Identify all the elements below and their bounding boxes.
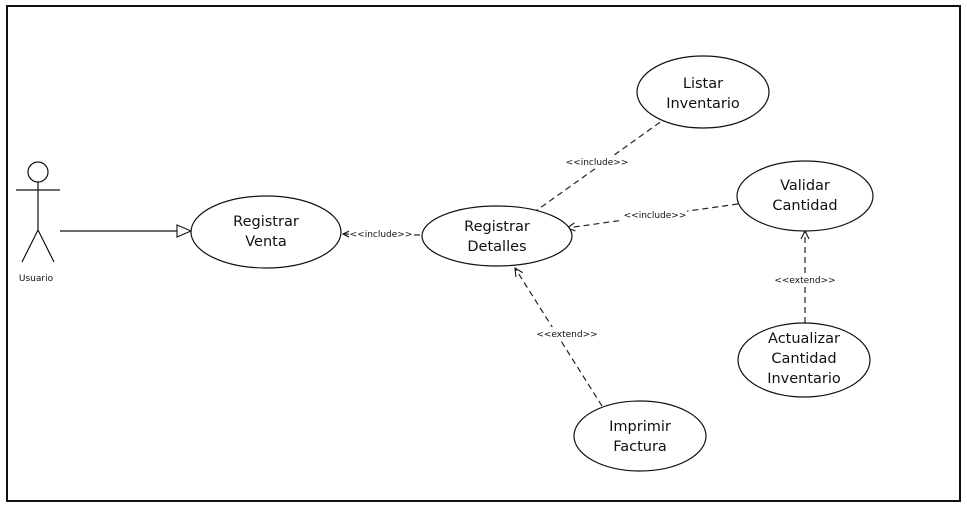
relation-label-include-2: <<include>> [566, 158, 629, 168]
use-case-registrar-venta[interactable]: Registrar Venta [190, 195, 342, 269]
svg-text:Registrar: Registrar [233, 214, 299, 230]
svg-text:Cantidad: Cantidad [771, 351, 836, 367]
use-case-validar-cantidad[interactable]: Validar Cantidad [736, 160, 874, 232]
use-case-listar-inventario[interactable]: Listar Inventario [636, 55, 770, 129]
svg-text:Venta: Venta [245, 234, 286, 250]
use-case-registrar-detalles[interactable]: Registrar Detalles [421, 205, 573, 267]
svg-text:Validar: Validar [780, 178, 830, 194]
svg-text:Inventario: Inventario [666, 96, 740, 112]
relation-include-detalles-validar [567, 203, 739, 228]
svg-text:Listar: Listar [683, 76, 723, 92]
relation-label-extend-2: <<extend>> [536, 330, 597, 340]
svg-text:Inventario: Inventario [767, 371, 841, 387]
relation-label-include-3: <<include>> [624, 211, 687, 221]
actor-right-leg [37, 229, 55, 263]
svg-text:Detalles: Detalles [467, 239, 526, 255]
svg-text:Actualizar: Actualizar [768, 331, 840, 347]
svg-text:Cantidad: Cantidad [772, 198, 837, 214]
svg-text:Imprimir: Imprimir [609, 419, 671, 435]
actor-head [27, 161, 49, 183]
use-case-actualizar-cantidad-inventario[interactable]: Actualizar Cantidad Inventario [737, 322, 871, 398]
relation-label-extend-1: <<extend>> [774, 276, 835, 286]
diagram-frame [6, 5, 961, 502]
actor-label: Usuario [19, 274, 54, 284]
use-case-imprimir-factura[interactable]: Imprimir Factura [573, 400, 707, 472]
relation-label-include-1: <<include>> [350, 230, 413, 240]
actor-usuario[interactable]: Usuario [16, 161, 60, 284]
svg-text:Factura: Factura [613, 439, 667, 455]
svg-text:Registrar: Registrar [464, 219, 530, 235]
actor-left-leg [21, 229, 39, 263]
